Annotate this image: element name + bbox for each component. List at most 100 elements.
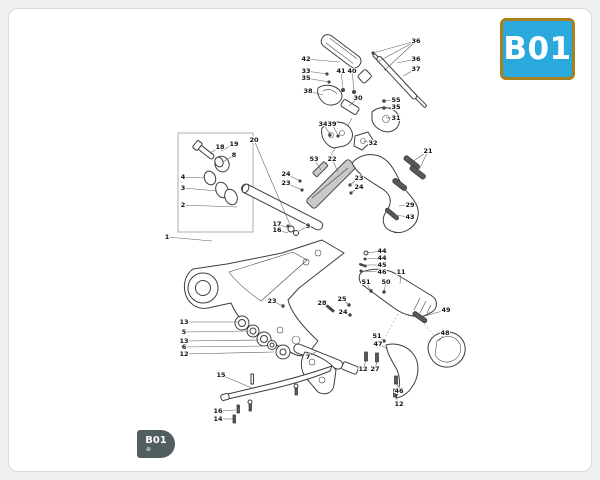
callout-55[interactable]: 55 [390, 95, 402, 105]
leader-line [385, 40, 417, 70]
callout-23[interactable]: 23 [353, 173, 364, 183]
leader-line [376, 335, 385, 342]
callout-36[interactable]: 36 [410, 36, 422, 46]
callout-24[interactable]: 24 [353, 182, 365, 192]
callout-13[interactable]: 13 [178, 336, 189, 346]
part-seal-rings [203, 170, 238, 206]
callout-16[interactable]: 16 [271, 225, 283, 235]
callout-37[interactable]: 37 [410, 64, 421, 74]
leader-line [341, 298, 350, 306]
section-badge[interactable]: B01 ⊗ [137, 430, 175, 458]
callout-1[interactable]: 1 [164, 232, 171, 242]
callout-53[interactable]: 53 [308, 154, 319, 164]
callout-6[interactable]: 6 [181, 342, 188, 352]
callout-35[interactable]: 35 [300, 73, 312, 83]
leader-line [166, 236, 213, 242]
callout-12[interactable]: 12 [393, 399, 404, 409]
callout-28[interactable]: 28 [316, 298, 328, 308]
callout-5[interactable]: 5 [181, 327, 188, 337]
part-pivot-spacer [214, 155, 230, 173]
callout-13[interactable]: 13 [178, 317, 189, 327]
callout-32[interactable]: 32 [367, 138, 378, 148]
callout-44[interactable]: 44 [376, 253, 388, 263]
leader-line [285, 182, 303, 191]
leader-line [420, 309, 447, 318]
leader-line [383, 99, 397, 102]
leader-line [398, 204, 411, 207]
callout-31[interactable]: 31 [390, 113, 402, 123]
callout-51[interactable]: 51 [360, 277, 372, 287]
callout-29[interactable]: 29 [404, 200, 416, 210]
callout-16[interactable]: 16 [212, 406, 224, 416]
callout-23[interactable]: 23 [266, 296, 277, 306]
callout-39[interactable]: 39 [326, 119, 338, 129]
leader-line [411, 150, 429, 163]
callout-19[interactable]: 19 [228, 139, 240, 149]
leader-line [313, 158, 322, 171]
leader-line [377, 343, 389, 350]
leader-line [362, 140, 374, 144]
callout-38[interactable]: 38 [302, 86, 314, 96]
part-plate-30 [340, 99, 360, 115]
callout-48[interactable]: 48 [439, 328, 451, 338]
leader-line [183, 330, 250, 333]
leader-line [417, 150, 429, 173]
leader-line [378, 40, 417, 62]
leader-line [307, 90, 324, 96]
callout-50[interactable]: 50 [380, 277, 392, 287]
callout-45[interactable]: 45 [376, 260, 388, 270]
leader-line [348, 97, 359, 107]
callout-12[interactable]: 12 [357, 364, 368, 374]
callout-11[interactable]: 11 [395, 267, 407, 277]
leader-line [220, 143, 235, 152]
callout-18[interactable]: 18 [214, 142, 226, 152]
callout-46[interactable]: 46 [376, 267, 388, 277]
callout-42[interactable]: 42 [300, 54, 311, 64]
callout-49[interactable]: 49 [440, 305, 452, 315]
callout-15[interactable]: 15 [215, 370, 227, 380]
callout-20[interactable]: 20 [248, 135, 260, 145]
callout-24[interactable]: 24 [280, 169, 292, 179]
callout-41[interactable]: 41 [335, 66, 347, 76]
part-bolts-21 [392, 155, 426, 191]
part-pivot-bolt [192, 140, 215, 160]
callout-24[interactable]: 24 [337, 307, 349, 317]
callout-17[interactable]: 17 [271, 219, 282, 229]
callout-47[interactable]: 47 [372, 339, 383, 349]
callout-27[interactable]: 27 [369, 364, 380, 374]
callout-51[interactable]: 51 [371, 331, 383, 341]
callout-25[interactable]: 25 [336, 294, 348, 304]
section-badge-label: B01 [145, 434, 167, 446]
callout-7[interactable]: 7 [305, 352, 312, 362]
callout-33[interactable]: 33 [300, 66, 311, 76]
callout-12[interactable]: 12 [178, 349, 189, 359]
part-side-plate [427, 331, 466, 368]
leader-line [364, 257, 383, 260]
callout-4[interactable]: 4 [180, 172, 187, 182]
part-torque-rod [357, 53, 427, 108]
callout-14[interactable]: 14 [212, 414, 224, 424]
leader-line [322, 123, 331, 135]
callout-23[interactable]: 23 [280, 178, 291, 188]
callout-34[interactable]: 34 [317, 119, 329, 129]
callout-3[interactable]: 3 [180, 183, 187, 193]
callout-36[interactable]: 36 [410, 54, 422, 64]
leader-line [360, 270, 383, 273]
callout-35[interactable]: 35 [390, 102, 402, 112]
leader-line [395, 381, 400, 392]
callout-9[interactable]: 9 [305, 221, 312, 231]
callout-21[interactable]: 21 [422, 146, 434, 156]
callout-30[interactable]: 30 [352, 93, 364, 103]
callout-8[interactable]: 8 [231, 150, 238, 160]
callout-22[interactable]: 22 [326, 154, 337, 164]
callout-2[interactable]: 2 [180, 200, 187, 210]
callout-40[interactable]: 40 [346, 66, 358, 76]
leader-line [305, 70, 328, 75]
leader-line [305, 58, 341, 63]
callout-46[interactable]: 46 [393, 386, 405, 396]
leader-line [383, 106, 397, 109]
part-torque-arm [351, 154, 419, 233]
callout-43[interactable]: 43 [404, 212, 415, 222]
callout-44[interactable]: 44 [376, 246, 388, 256]
